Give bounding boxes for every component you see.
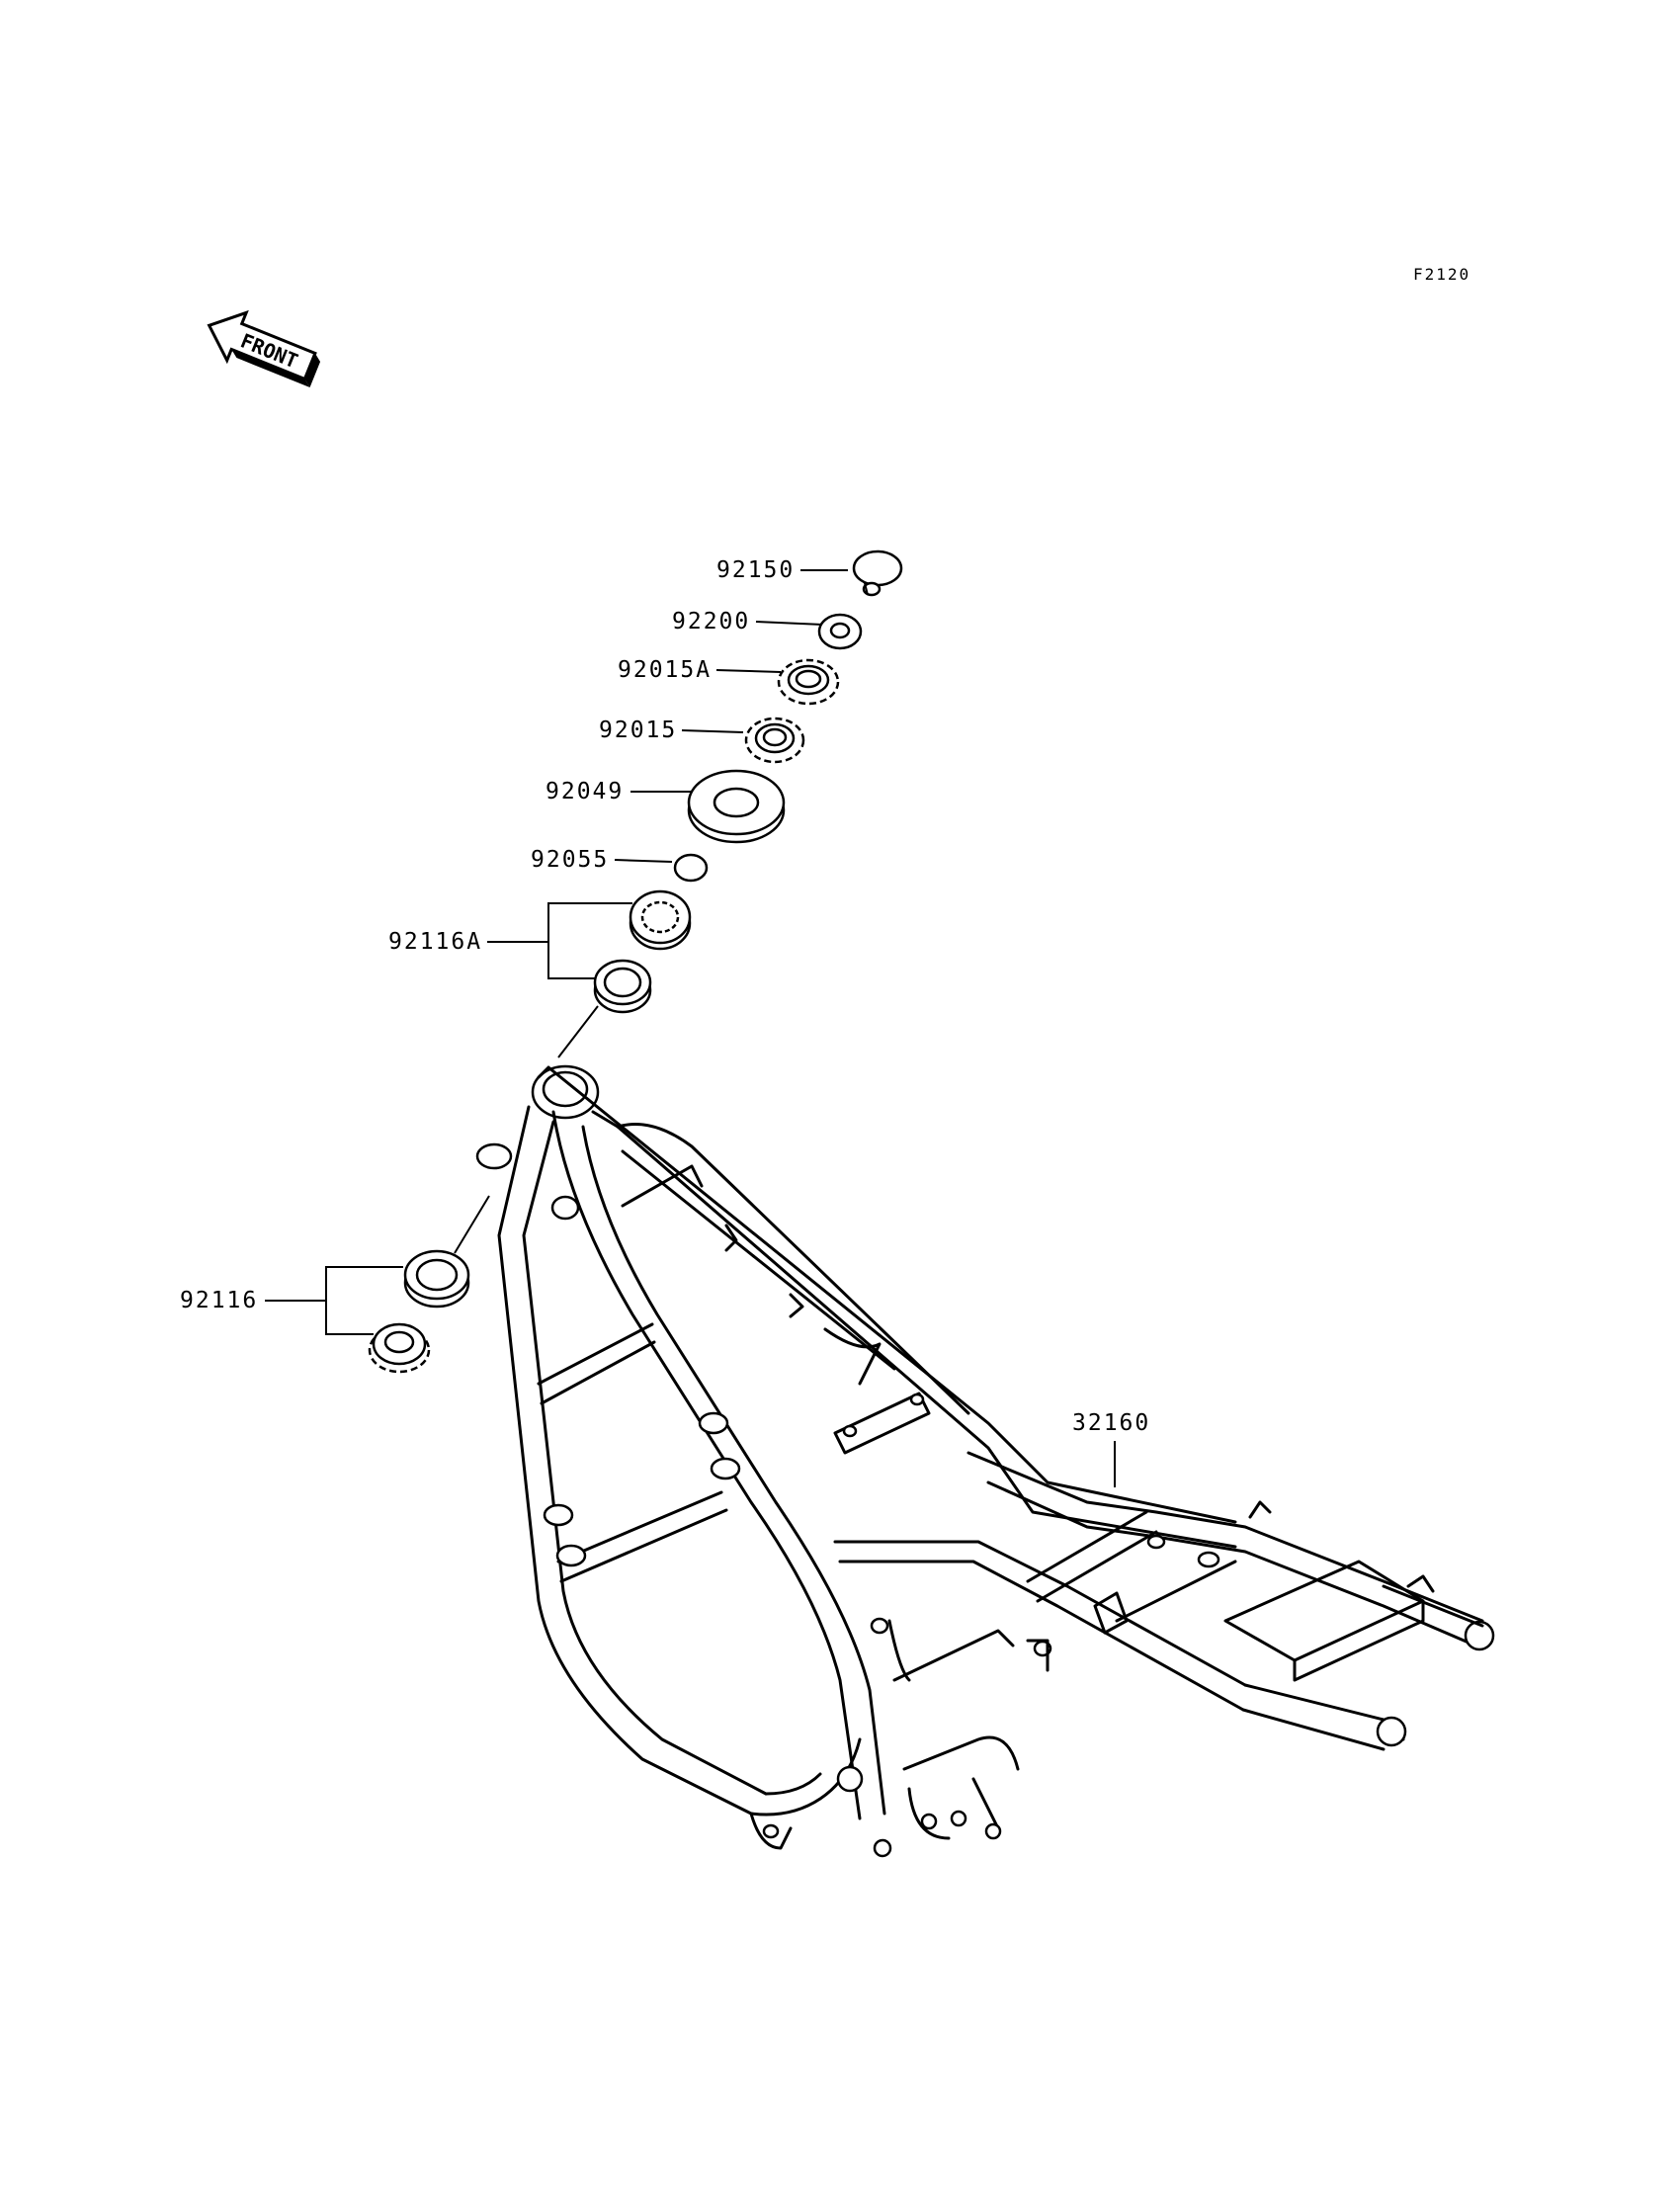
part-label-92116: 92116: [180, 1266, 403, 1335]
upper-bearing: [629, 889, 692, 951]
svg-text:92049: 92049: [546, 779, 624, 804]
figure-ref: F2120: [1413, 265, 1470, 284]
svg-text:92015A: 92015A: [618, 657, 712, 683]
part-label-92116a: 92116A: [388, 902, 632, 979]
svg-text:32160: 32160: [1072, 1410, 1150, 1436]
part-label-92015: 92015: [599, 718, 744, 743]
part-label-92049: 92049: [546, 779, 692, 804]
svg-text:92200: 92200: [672, 609, 750, 634]
svg-text:92150: 92150: [716, 557, 795, 583]
svg-text:92015: 92015: [599, 718, 677, 743]
part-label-32160: 32160: [1072, 1410, 1150, 1487]
svg-text:92055: 92055: [531, 847, 609, 873]
front-arrow-icon: FRONT: [207, 309, 321, 388]
lower-bearing: [368, 1322, 431, 1374]
frame-assembly: [475, 1064, 1495, 1858]
stem-nut: [744, 717, 805, 764]
washer: [817, 613, 863, 650]
lower-bearing-race: [403, 1249, 470, 1309]
part-label-92015a: 92015A: [618, 657, 782, 683]
steering-stem-cap-bolt: [852, 549, 903, 597]
o-ring: [673, 853, 709, 883]
svg-text:92116: 92116: [180, 1288, 258, 1313]
grease-seal: [687, 769, 786, 844]
svg-text:92116A: 92116A: [388, 929, 482, 955]
upper-bearing-race: [593, 959, 652, 1014]
part-label-92150: 92150: [716, 557, 848, 583]
part-label-92200: 92200: [672, 609, 824, 634]
part-label-92055: 92055: [531, 847, 673, 873]
stem-nut-a: [777, 658, 840, 706]
